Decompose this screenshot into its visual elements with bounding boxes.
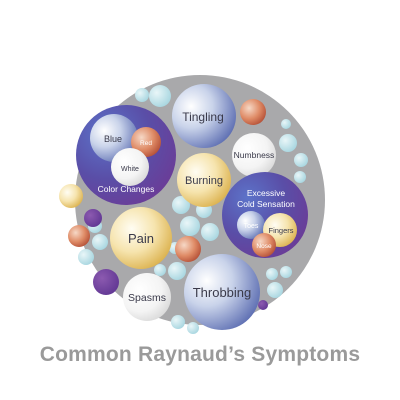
white-bubble <box>111 148 149 186</box>
spasms-label: Spasms <box>128 292 166 304</box>
copper-dots <box>68 99 266 262</box>
color-changes-label: Color Changes <box>98 184 155 194</box>
nose-label: Nose <box>256 243 272 250</box>
tingling-bubble <box>172 84 236 148</box>
excessive-label: Excessive <box>247 188 286 198</box>
burning-label: Burning <box>185 175 223 187</box>
white-label: White <box>121 166 139 173</box>
numbness-bubble <box>232 133 276 177</box>
cold-sensation-label: Cold Sensation <box>237 199 295 209</box>
throbbing-bubble <box>184 254 260 330</box>
gold-dot <box>59 184 83 208</box>
fingers-label: Fingers <box>268 226 293 235</box>
red-label: Red <box>140 140 152 147</box>
numbness-label: Numbness <box>234 150 275 160</box>
pain-label: Pain <box>128 231 154 246</box>
red-bubble <box>131 127 161 157</box>
nose-bubble <box>252 233 276 257</box>
pain-bubble <box>110 207 172 269</box>
tingling-label: Tingling <box>182 110 224 124</box>
diagram-title: Common Raynaud’s Symptoms <box>39 343 361 366</box>
purple-dots <box>84 209 268 310</box>
blue-label: Blue <box>104 134 122 144</box>
spasms-bubble <box>123 273 171 321</box>
throbbing-label: Throbbing <box>193 285 252 300</box>
toes-label: Toes <box>244 223 259 230</box>
burning-bubble <box>177 153 231 207</box>
toes-bubble <box>237 211 265 239</box>
